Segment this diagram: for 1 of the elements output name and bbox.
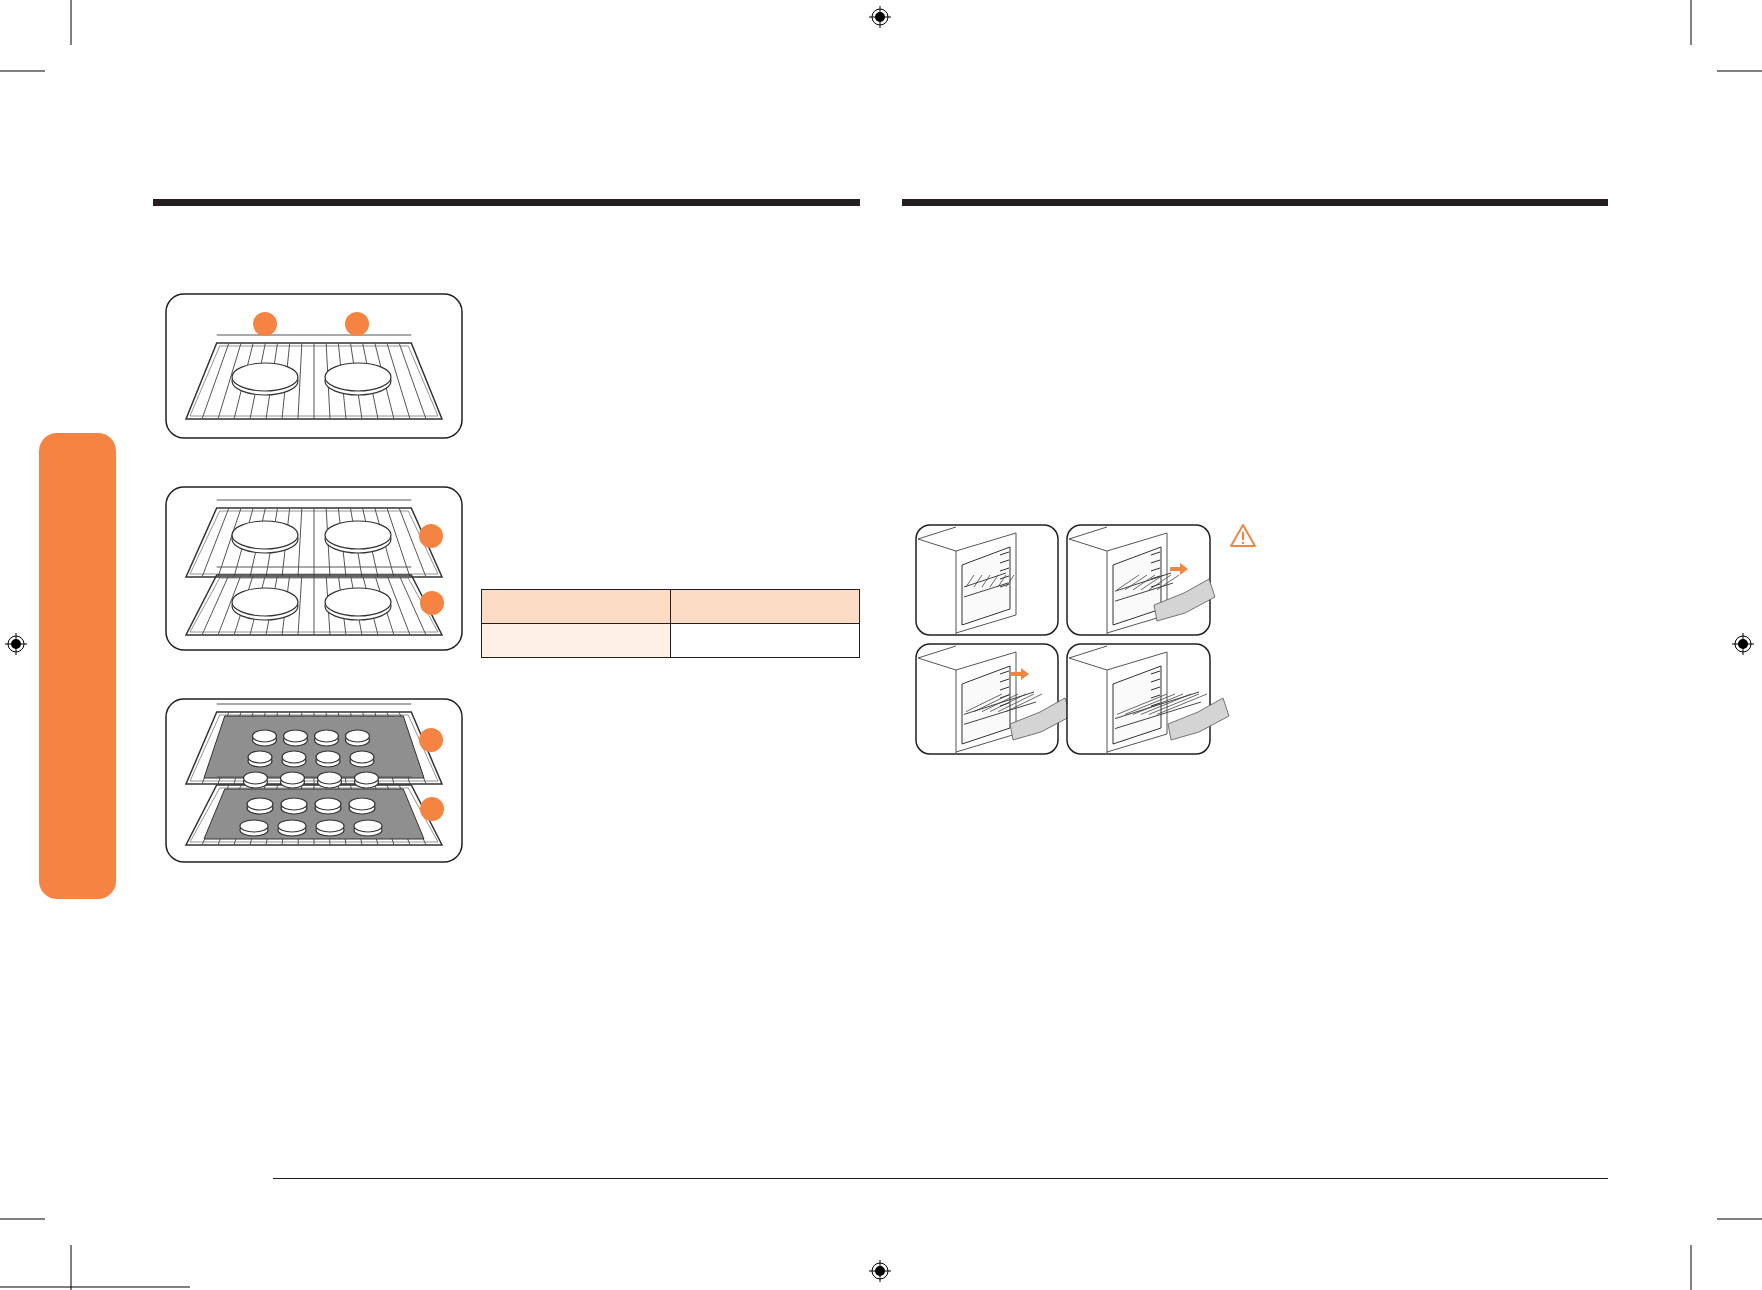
side-tab <box>39 433 116 899</box>
